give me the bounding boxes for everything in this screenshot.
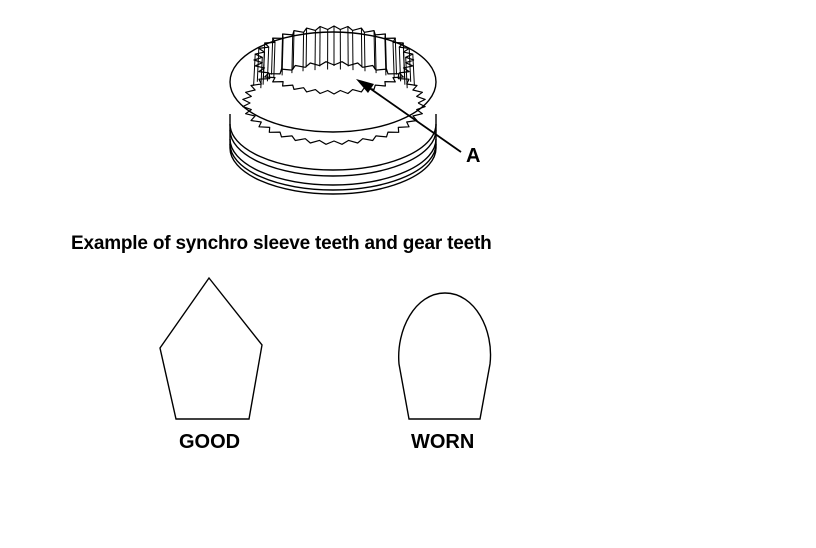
- sleeve-groove-3: [229, 138, 437, 186]
- tooth-wall-line: [281, 33, 284, 72]
- good-tooth-shape: [159, 276, 263, 420]
- sleeve-top-rim: [229, 31, 437, 133]
- inner-teeth-walls: [253, 26, 415, 89]
- tooth-wall-line: [253, 54, 256, 86]
- good-tooth-label: GOOD: [179, 431, 241, 453]
- inner-teeth-top-ring: [253, 25, 415, 95]
- tooth-wall-line: [305, 28, 308, 68]
- tooth-wall-line: [394, 38, 397, 75]
- tooth-wall-line: [374, 34, 377, 74]
- tooth-wall-line: [302, 32, 305, 72]
- sleeve-groove-2: [229, 129, 437, 177]
- worn-tooth-label: WORN: [411, 431, 475, 453]
- tooth-wall-line: [363, 32, 366, 72]
- callout-label-a: A: [466, 145, 481, 167]
- sleeve-groove-1: [229, 123, 437, 171]
- sleeve-groove-4: [229, 143, 437, 191]
- callout-arrow: [356, 79, 462, 153]
- tooth-wall-line: [292, 30, 295, 70]
- tooth-wall-line: [398, 47, 402, 82]
- tooth-wall-line: [360, 28, 363, 68]
- worn-tooth-shape: [398, 292, 492, 420]
- tooth-wall-line: [273, 42, 276, 79]
- tooth-wall-line: [291, 34, 294, 74]
- tooth-wall-line: [384, 33, 387, 72]
- figure-caption: Example of synchro sleeve teeth and gear…: [71, 233, 492, 254]
- sleeve-bottom-rim: [229, 114, 437, 195]
- tooth-wall-line: [412, 54, 415, 86]
- tooth-wall-line: [266, 47, 270, 82]
- synchro-sleeve-illustration: [229, 25, 437, 195]
- tooth-wall-line: [271, 38, 274, 75]
- callout-arrowhead: [356, 79, 374, 93]
- tooth-wall-line: [392, 42, 395, 79]
- callout-leader-line: [367, 86, 462, 153]
- tooth-wall-line: [373, 30, 376, 70]
- inner-teeth-bottom-ring: [242, 61, 426, 145]
